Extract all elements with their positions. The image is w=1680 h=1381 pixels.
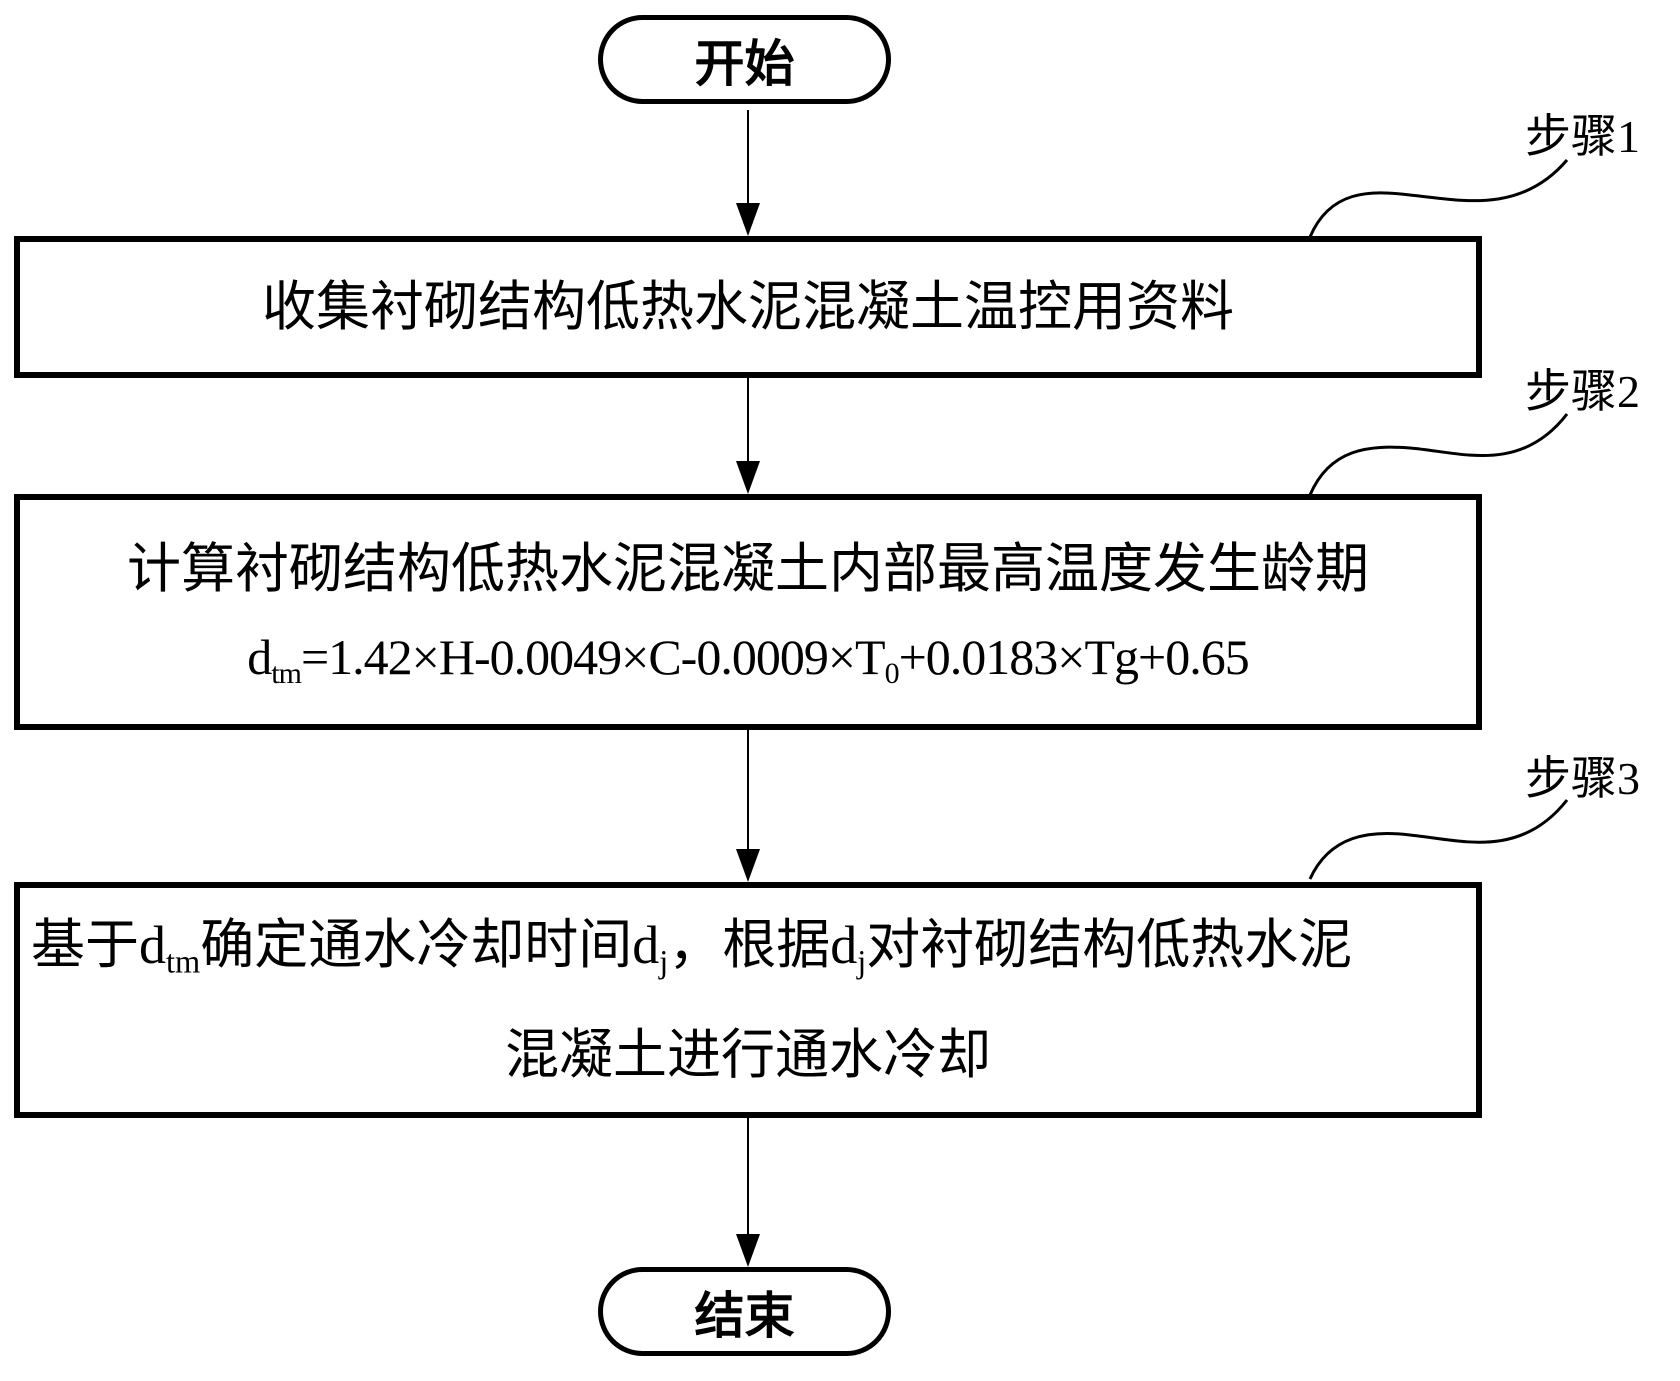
step3-text-line1: 基于dtm确定通水冷却时间dj，根据dj对衬砌结构低热水泥	[9, 915, 1487, 979]
step3-box: 基于dtm确定通水冷却时间dj，根据dj对衬砌结构低热水泥 混凝土进行通水冷却	[14, 882, 1482, 1118]
end-terminal: 结束	[598, 1267, 891, 1356]
formula-lhs: d	[247, 629, 272, 685]
step3-text-line2: 混凝土进行通水冷却	[505, 1025, 991, 1085]
subscript-j: j	[857, 944, 867, 981]
leader-curve-step2	[1308, 413, 1569, 496]
step1-box: 收集衬砌结构低热水泥混凝土温控用资料	[14, 236, 1482, 378]
step2-formula: dtm=1.42×H-0.0049×C-0.0009×T0+0.0183×Tg+…	[247, 629, 1250, 689]
step1-text: 收集衬砌结构低热水泥混凝土温控用资料	[262, 277, 1234, 337]
step3-text-c: ，根据d	[668, 915, 858, 975]
leader-curve-step3	[1308, 799, 1569, 880]
step3-tag: 步骤3	[1525, 753, 1640, 804]
formula-lhs-subscript: tm	[271, 657, 302, 690]
subscript-tm: tm	[166, 944, 201, 981]
arrow-step2-to-step3	[736, 730, 760, 882]
arrow-step1-to-step2	[736, 378, 760, 494]
step3-text-b: 确定通水冷却时间d	[200, 915, 660, 975]
leader-curve-step1	[1308, 159, 1569, 238]
end-label: 结束	[694, 1286, 795, 1345]
step3-text-d: 对衬砌结构低热水泥	[866, 915, 1353, 975]
subscript-j: j	[659, 944, 669, 981]
step2-tag: 步骤2	[1525, 366, 1640, 417]
arrow-start-to-step1	[736, 110, 760, 236]
start-label: 开始	[694, 34, 795, 93]
step1-tag: 步骤1	[1525, 111, 1640, 162]
formula-part1: =1.42×H-0.0049×C-0.0009×T	[300, 629, 886, 685]
step2-box: 计算衬砌结构低热水泥混凝土内部最高温度发生龄期 dtm=1.42×H-0.004…	[14, 494, 1482, 730]
arrow-step3-to-end	[736, 1118, 760, 1267]
formula-part2: +0.0183×Tg+0.65	[898, 629, 1250, 685]
step3-text-a: 基于d	[31, 915, 166, 975]
formula-t0-subscript: 0	[884, 657, 900, 690]
step2-text: 计算衬砌结构低热水泥混凝土内部最高温度发生龄期	[127, 539, 1369, 599]
start-terminal: 开始	[598, 15, 891, 104]
